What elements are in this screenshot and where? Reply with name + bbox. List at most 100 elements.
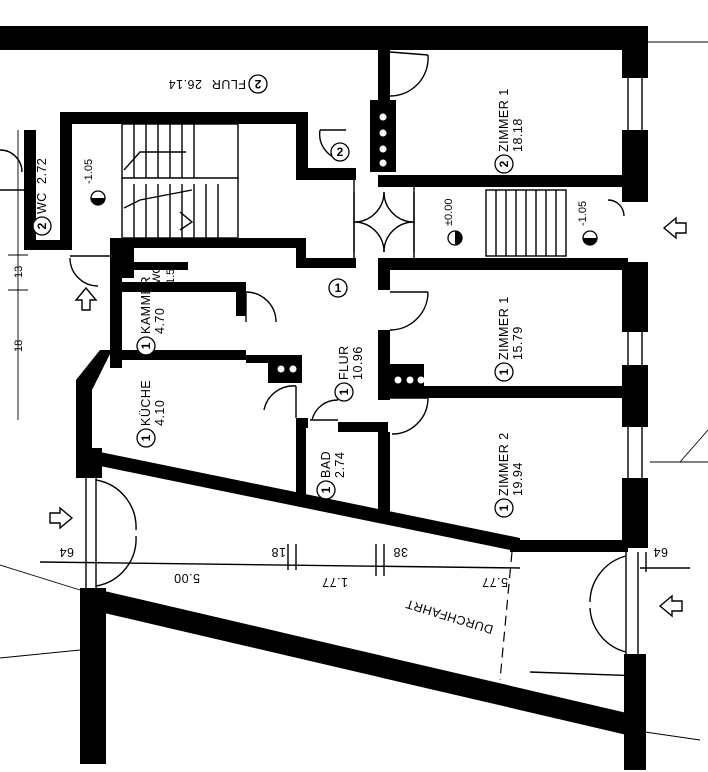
room-label-kuche: 1 KÜCHE 4.10 [136,380,167,448]
wall-wc [24,240,72,250]
wall-zimmer2-left [378,432,390,512]
stair-floor-marker: 2 [330,142,350,162]
svg-text:18.18: 18.18 [511,118,525,152]
svg-text:26.14: 26.14 [168,77,202,91]
svg-text:4.70: 4.70 [153,308,167,334]
svg-text:2: 2 [35,222,49,229]
wall-facade-left [76,448,102,478]
wall-right [622,262,648,332]
ground-line [0,564,81,591]
level-marker-left [90,190,106,206]
wall-flur-step [296,168,356,180]
svg-text:19.94: 19.94 [511,462,525,496]
room-label-zimmer1-lower: 1 ZIMMER 1 15.79 [494,296,525,382]
dimension-577: 5.77 [482,575,508,589]
wall-kammer-top [122,282,246,292]
wall-bad-top [338,422,388,432]
svg-text:ZIMMER 1: ZIMMER 1 [497,88,511,152]
dimension-64-left: 64 [59,545,74,559]
svg-text:WC: WC [35,192,49,214]
wall-passage-right [624,654,646,770]
entry-arrow-icon [74,286,98,311]
dimension-38: 38 [393,545,408,559]
svg-text:2: 2 [337,145,344,159]
wall-passage-top [510,540,628,552]
wall-zimmer-divider [390,386,628,398]
wall-wc [24,130,36,250]
room-label-flur-upper: 2 FLUR 26.14 [168,74,268,94]
wall-flur [296,238,306,266]
entry-arrow-icon [49,506,74,530]
svg-text:ZIMMER 1: ZIMMER 1 [497,296,511,360]
entry-arrow-icon [662,216,687,240]
svg-text:2.74: 2.74 [333,452,347,478]
svg-text:1: 1 [335,281,342,295]
room-label-kammer: 1 KAMMER 4.70 [136,276,167,356]
svg-text:ZIMMER 2: ZIMMER 2 [497,432,511,496]
gate-swing [589,607,627,653]
wall-passage-left [80,588,106,764]
svg-text:FLUR: FLUR [337,345,351,380]
flur-floor-marker: 1 [328,278,348,298]
svg-text:WC: WC [151,266,163,284]
svg-text:1.52: 1.52 [165,263,177,284]
wall-zimmer1-left [378,330,390,400]
door-swing [389,54,429,97]
wall-flur [296,258,356,268]
svg-text:1: 1 [337,388,351,395]
ground-line [0,649,81,659]
svg-text:1: 1 [497,368,511,375]
dimension-line [39,561,521,569]
svg-text:KAMMER: KAMMER [139,276,153,334]
wall-facade-left [76,350,112,450]
wall-stair-right [296,112,308,176]
door-swing [353,221,385,253]
svg-text:4.10: 4.10 [153,400,167,426]
wall-zimmer1-left [378,262,390,290]
svg-text:2: 2 [497,160,511,167]
level-label-right: -1.05 [577,201,589,226]
wall-top [0,26,648,50]
dimension-13: 13 [13,266,25,278]
door-swing [0,149,23,173]
svg-text:BAD: BAD [319,451,333,478]
wall-kammer-right [236,282,246,316]
door-swing [383,191,415,223]
door [389,51,429,56]
wall-wc-lower [122,262,188,270]
wall-zimmer1-top [378,258,628,270]
gate-swing [95,535,137,587]
room-label-zimmer2: 1 ZIMMER 2 19.94 [494,432,525,518]
wall-right [622,130,648,202]
room-label-flur-lower: 1 FLUR 10.96 [334,345,365,402]
svg-text:1: 1 [319,486,333,493]
wall-stair-left [60,112,72,248]
room-label-zimmer1-upper: 2 ZIMMER 1 18.18 [494,88,525,174]
wall-block [116,238,134,278]
wall-right [622,26,648,78]
chimney [268,355,302,383]
svg-text:KÜCHE: KÜCHE [139,380,153,426]
svg-text:2.72: 2.72 [35,158,49,184]
passage-line [529,671,641,677]
wall-zimmer-bottom [378,175,628,187]
chimney [388,364,424,392]
svg-text:FLUR: FLUR [211,77,246,91]
svg-text:1: 1 [497,504,511,511]
wall-bad-left [296,418,306,494]
door-swing [389,291,429,331]
door-swing [391,397,429,435]
door-swing [263,385,297,411]
level-label-left: -1.05 [83,159,95,184]
door-swing [353,191,385,223]
door-swing [69,257,99,287]
gate-swing [589,555,627,603]
stair-left [121,123,239,239]
wall-right [622,478,648,548]
wall-kammer-bottom [110,350,246,360]
door-swing [311,399,339,421]
passage-boundary [499,551,513,681]
gate-swing [95,479,137,531]
level-label-center: ±0.00 [443,199,455,226]
